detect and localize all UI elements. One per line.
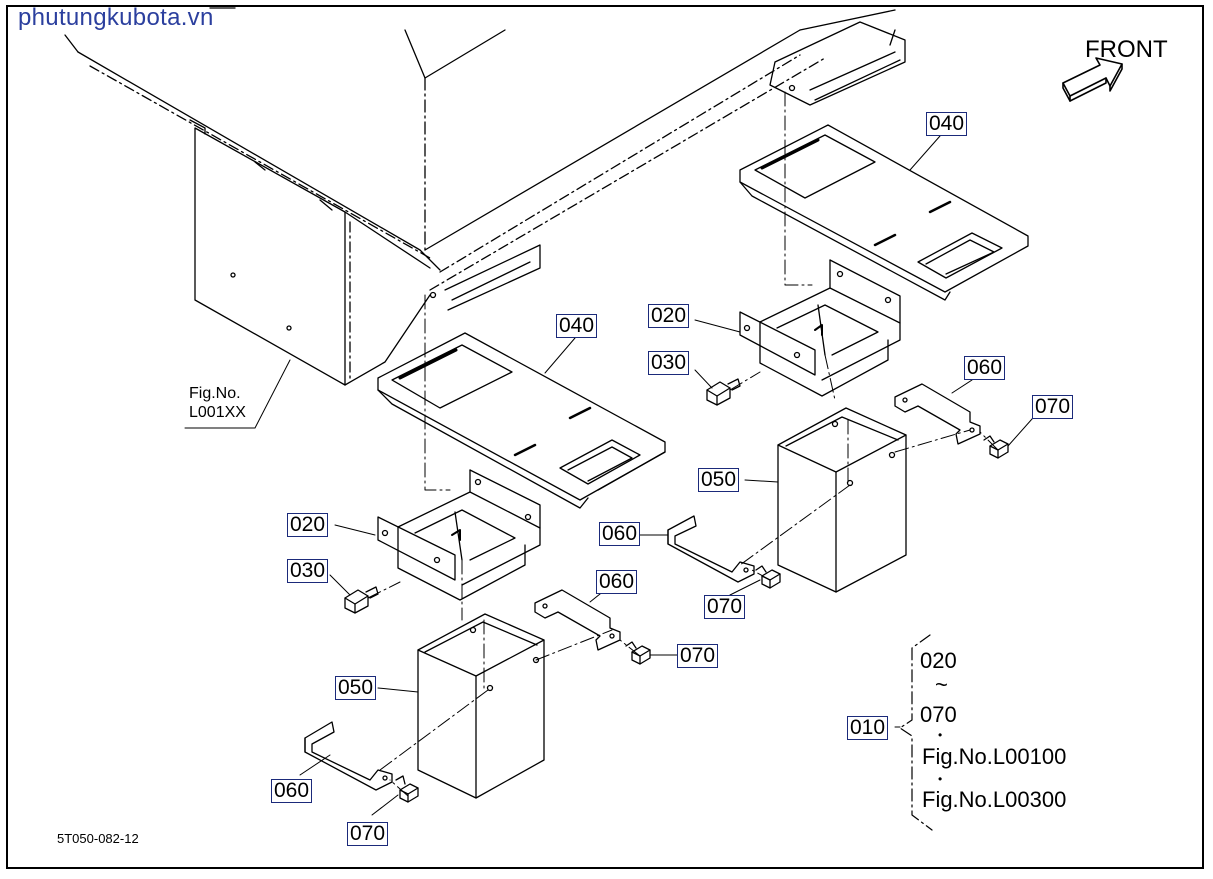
watermark-text: phutungkubota.vn <box>18 4 214 31</box>
tray-040-right <box>739 124 1029 301</box>
front-arrow-icon <box>1062 57 1123 102</box>
legend-ref-1[interactable]: Fig.No.L00100 <box>922 744 1067 769</box>
tag-070-a[interactable]: 070 <box>1032 395 1074 419</box>
legend-dot-1: • <box>938 728 943 742</box>
strap-060-right-lower <box>667 515 755 583</box>
tag-060-c[interactable]: 060 <box>599 522 641 546</box>
legend-from: 020 <box>920 648 957 673</box>
assembly-lines <box>367 91 999 797</box>
tag-060-b[interactable]: 060 <box>964 356 1006 380</box>
bracket-020-left <box>377 469 541 601</box>
drawing-code: 5T050-082-12 <box>57 831 139 846</box>
bolt-070-b <box>625 641 651 665</box>
tractor-body-outline <box>64 7 906 386</box>
tag-060-d[interactable]: 060 <box>271 779 313 803</box>
front-label: FRONT <box>1085 36 1168 63</box>
strap-060-left-upper <box>534 589 621 651</box>
strap-060-left-lower <box>304 721 393 791</box>
legend-to: 070 <box>920 702 957 727</box>
tag-060-a[interactable]: 060 <box>596 570 638 594</box>
legend-ref-2[interactable]: Fig.No.L00300 <box>922 787 1067 812</box>
tag-020-left[interactable]: 020 <box>287 513 329 537</box>
bolt-070-c <box>755 565 781 589</box>
bolt-070-a <box>395 775 419 803</box>
legend-tilde: ~ <box>935 672 948 697</box>
bracket-020-right <box>739 259 901 397</box>
cover-050-right <box>777 407 907 593</box>
tag-070-c[interactable]: 070 <box>704 595 746 619</box>
tag-040-left[interactable]: 040 <box>556 314 598 338</box>
strap-060-right-upper <box>894 383 981 445</box>
legend-dot-2: • <box>938 772 943 786</box>
legend-brace <box>899 634 933 831</box>
tag-070-b[interactable]: 070 <box>677 644 719 668</box>
tag-040-right[interactable]: 040 <box>926 112 968 136</box>
bolt-030-left <box>344 586 379 614</box>
tag-050-right[interactable]: 050 <box>698 468 740 492</box>
leader-lines <box>184 135 1041 816</box>
tag-030-left[interactable]: 030 <box>287 559 329 583</box>
tag-020-right[interactable]: 020 <box>648 304 690 328</box>
tag-030-right[interactable]: 030 <box>648 351 690 375</box>
drawing-frame <box>6 5 1204 869</box>
fig-reference-line2: L001XX <box>189 404 246 421</box>
fig-reference-line1: Fig.No. <box>189 385 241 402</box>
tag-010[interactable]: 010 <box>847 716 889 740</box>
bolt-070-d <box>983 435 1009 459</box>
tray-040-left <box>377 332 666 509</box>
tag-050-left[interactable]: 050 <box>335 676 377 700</box>
tag-070-d[interactable]: 070 <box>347 822 389 846</box>
bolt-030-right <box>706 378 741 406</box>
cover-050-left <box>417 613 545 799</box>
